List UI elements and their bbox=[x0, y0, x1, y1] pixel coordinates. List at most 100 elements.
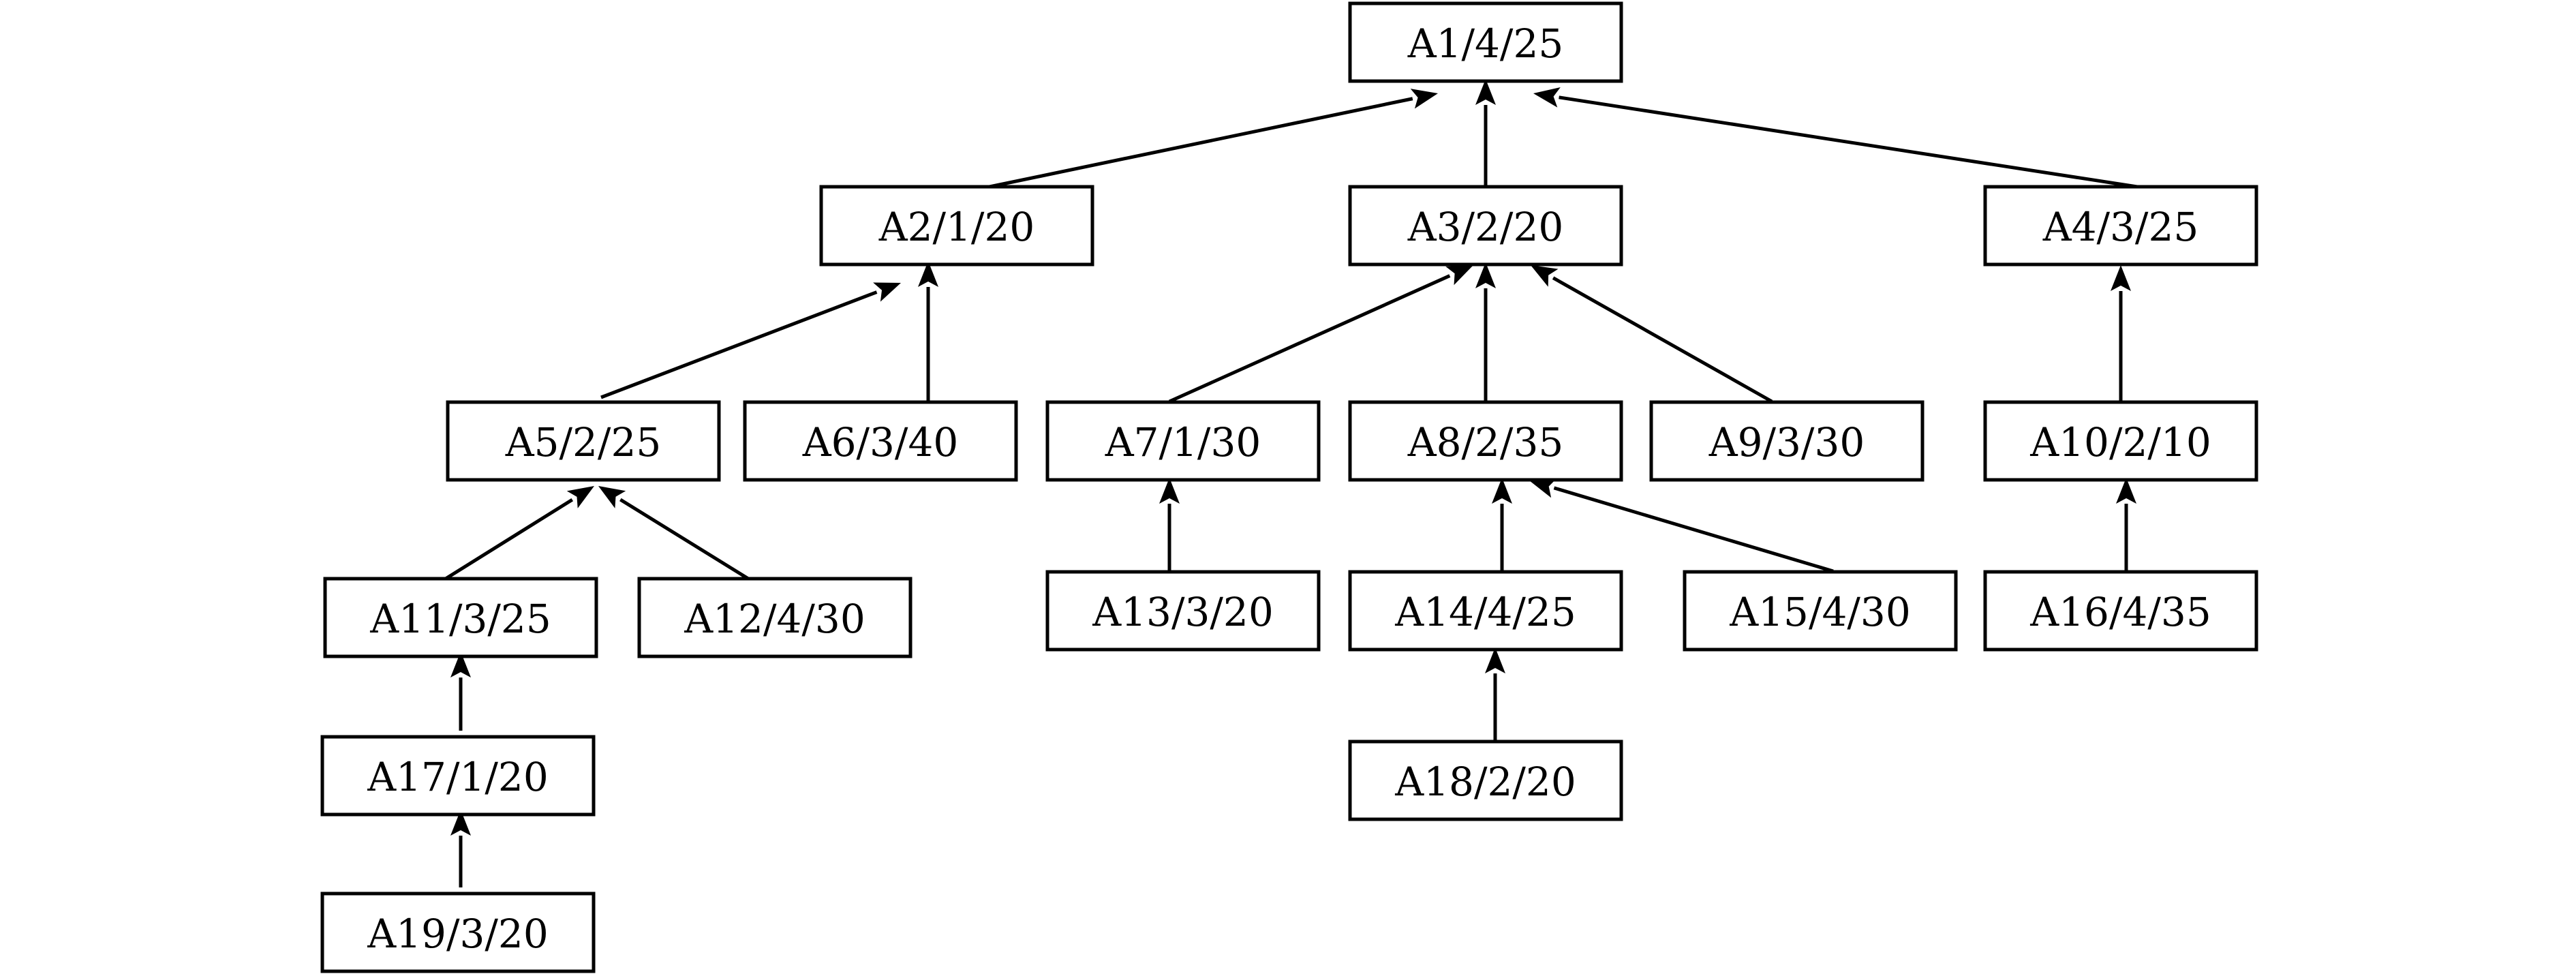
edge-a18-to-a14 bbox=[1485, 648, 1505, 742]
node-box bbox=[819, 185, 1094, 267]
node-a18: A18/2/20 bbox=[1348, 740, 1623, 821]
node-a17: A17/1/20 bbox=[320, 735, 596, 817]
node-label: A17/1/20 bbox=[367, 754, 548, 800]
arrowhead-icon bbox=[1485, 648, 1505, 673]
node-box bbox=[1348, 1, 1623, 83]
node-a9: A9/3/30 bbox=[1649, 400, 1925, 482]
node-label: A14/4/25 bbox=[1394, 589, 1576, 635]
node-label: A13/3/20 bbox=[1092, 589, 1273, 635]
node-box bbox=[637, 577, 913, 658]
edge-a6-to-a2 bbox=[918, 261, 938, 401]
node-box bbox=[1983, 400, 2258, 482]
node-box bbox=[446, 400, 721, 482]
arrowhead-icon bbox=[1533, 87, 1561, 108]
node-box bbox=[1348, 570, 1623, 652]
edge-line bbox=[1553, 486, 1834, 573]
arrowhead-icon bbox=[918, 261, 938, 287]
edge-a15-to-a8 bbox=[1529, 478, 1834, 573]
edge-a2-to-a1 bbox=[989, 89, 1438, 189]
arrowhead-icon bbox=[873, 282, 901, 302]
edge-line bbox=[619, 498, 750, 581]
edge-a4-to-a1 bbox=[1533, 87, 2138, 189]
node-label: A7/1/30 bbox=[1105, 419, 1261, 466]
edge-a12-to-a5 bbox=[598, 486, 750, 581]
arrowhead-icon bbox=[1492, 478, 1512, 504]
edge-line bbox=[989, 97, 1413, 189]
node-a19: A19/3/20 bbox=[320, 892, 596, 973]
edge-line bbox=[444, 498, 574, 581]
edge-a17-to-a11 bbox=[450, 652, 471, 731]
edge-line bbox=[1552, 276, 1773, 404]
arrowhead-icon bbox=[1159, 478, 1180, 504]
node-a1: A1/4/25 bbox=[1348, 1, 1623, 83]
arrowhead-icon bbox=[1475, 79, 1496, 105]
node-label: A6/3/40 bbox=[802, 419, 959, 466]
node-a13: A13/3/20 bbox=[1045, 570, 1321, 652]
node-label: A5/2/25 bbox=[505, 419, 662, 466]
node-a2: A2/1/20 bbox=[819, 185, 1094, 267]
node-a5: A5/2/25 bbox=[446, 400, 721, 482]
node-box bbox=[743, 400, 1018, 482]
edge-a9-to-a3 bbox=[1531, 265, 1773, 404]
node-a7: A7/1/30 bbox=[1045, 400, 1321, 482]
arrowhead-icon bbox=[450, 810, 471, 836]
edges-layer bbox=[444, 79, 2138, 887]
edge-line bbox=[1168, 274, 1451, 404]
edge-a7-to-a3 bbox=[1168, 265, 1473, 404]
node-label: A1/4/25 bbox=[1407, 20, 1564, 67]
node-box bbox=[1348, 185, 1623, 267]
node-a10: A10/2/10 bbox=[1983, 400, 2258, 482]
node-label: A10/2/10 bbox=[2029, 419, 2211, 466]
arrowhead-icon bbox=[598, 486, 626, 508]
node-a8: A8/2/35 bbox=[1348, 400, 1623, 482]
node-label: A15/4/30 bbox=[1729, 589, 1910, 635]
node-a12: A12/4/30 bbox=[637, 577, 913, 658]
edge-line bbox=[600, 290, 878, 399]
node-box bbox=[320, 735, 596, 817]
arrowhead-icon bbox=[566, 486, 594, 508]
arrowhead-icon bbox=[1410, 89, 1438, 109]
arrowhead-icon bbox=[450, 652, 471, 678]
arrowhead-icon bbox=[2116, 478, 2136, 504]
edge-a3-to-a1 bbox=[1475, 79, 1496, 187]
node-label: A18/2/20 bbox=[1394, 759, 1576, 805]
node-a3: A3/2/20 bbox=[1348, 185, 1623, 267]
node-label: A4/3/25 bbox=[2042, 204, 2199, 250]
arrowhead-icon bbox=[2111, 265, 2131, 291]
node-label: A9/3/30 bbox=[1708, 419, 1865, 466]
node-box bbox=[1348, 740, 1623, 821]
edge-a8-to-a3 bbox=[1475, 262, 1496, 401]
arrowhead-icon bbox=[1445, 265, 1473, 286]
node-a11: A11/3/25 bbox=[323, 577, 598, 658]
node-a14: A14/4/25 bbox=[1348, 570, 1623, 652]
node-box bbox=[1045, 570, 1321, 652]
node-a4: A4/3/25 bbox=[1983, 185, 2258, 267]
node-box bbox=[1348, 400, 1623, 482]
node-box bbox=[1983, 570, 2258, 652]
arrowhead-icon bbox=[1529, 478, 1557, 498]
edge-line bbox=[1559, 95, 2138, 189]
edge-a19-to-a17 bbox=[450, 810, 471, 887]
node-box bbox=[320, 892, 596, 973]
node-label: A11/3/25 bbox=[369, 596, 551, 642]
edge-a11-to-a5 bbox=[444, 486, 594, 581]
node-label: A3/2/20 bbox=[1407, 204, 1564, 250]
edge-a10-to-a4 bbox=[2111, 265, 2131, 401]
node-box bbox=[1045, 400, 1321, 482]
node-label: A12/4/30 bbox=[684, 596, 865, 642]
node-a6: A6/3/40 bbox=[743, 400, 1018, 482]
node-box bbox=[1649, 400, 1925, 482]
node-box bbox=[1683, 570, 1958, 652]
arrowhead-icon bbox=[1531, 265, 1559, 287]
edge-a5-to-a2 bbox=[600, 282, 901, 399]
node-label: A19/3/20 bbox=[367, 911, 548, 957]
edge-a16-to-a10 bbox=[2116, 478, 2136, 571]
node-box bbox=[323, 577, 598, 658]
node-box bbox=[1983, 185, 2258, 267]
node-a15: A15/4/30 bbox=[1683, 570, 1958, 652]
node-label: A16/4/35 bbox=[2029, 589, 2211, 635]
node-label: A8/2/35 bbox=[1407, 419, 1564, 466]
edge-a14-to-a8 bbox=[1492, 478, 1512, 571]
